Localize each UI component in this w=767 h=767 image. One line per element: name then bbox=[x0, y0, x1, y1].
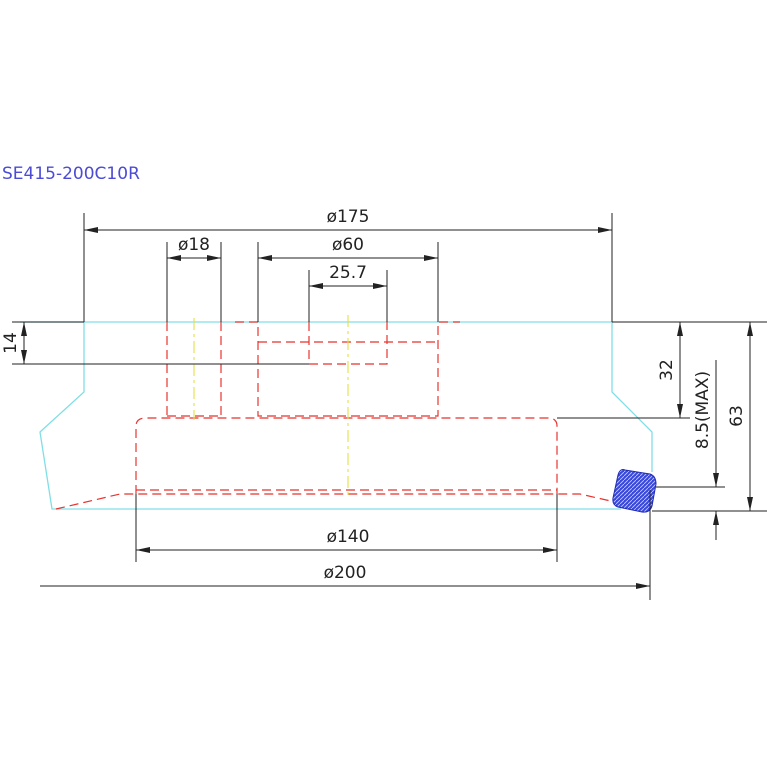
ext-d18 bbox=[166, 242, 222, 322]
arrow-d18-right bbox=[207, 255, 221, 261]
hole-d18-hidden bbox=[166, 322, 222, 417]
ext-d175 bbox=[83, 213, 613, 322]
bottom-face-hidden bbox=[55, 493, 616, 510]
arrow-h32-bottom bbox=[677, 404, 683, 418]
ext-d140 bbox=[135, 494, 558, 562]
arrow-d200-right bbox=[636, 583, 650, 589]
drawing-title: SE415-200C10R bbox=[2, 164, 140, 184]
arrow-h8-5-top bbox=[713, 473, 719, 487]
body-profile-right bbox=[611, 322, 653, 472]
arrow-d175-right bbox=[598, 227, 612, 233]
arrow-w25-7-left bbox=[309, 283, 323, 289]
arrow-d60-left bbox=[258, 255, 272, 261]
ext-h14 bbox=[12, 321, 309, 365]
dimension-labels: ø175 ø18 ø60 25.7 ø140 ø200 14 32 8.5(MA… bbox=[1, 207, 747, 583]
ext-right-heights bbox=[557, 321, 767, 512]
arrow-d140-right bbox=[543, 547, 557, 553]
dimension-lines bbox=[12, 213, 767, 600]
body-profile-left bbox=[20, 321, 621, 510]
label-d140: ø140 bbox=[327, 527, 370, 547]
bore-d60-hidden bbox=[235, 321, 460, 417]
arrow-d175-left bbox=[84, 227, 98, 233]
arrowheads bbox=[21, 227, 753, 589]
arrow-h63-bottom bbox=[747, 497, 753, 511]
arrow-h14-bottom bbox=[21, 350, 27, 364]
ext-w25-7 bbox=[308, 270, 388, 322]
label-h32: 32 bbox=[657, 359, 677, 381]
arrow-d18-left bbox=[167, 255, 181, 261]
arrow-d60-right bbox=[424, 255, 438, 261]
ext-d60 bbox=[257, 242, 439, 322]
label-d60: ø60 bbox=[332, 235, 364, 255]
label-h8-5: 8.5(MAX) bbox=[693, 371, 713, 449]
arrow-d140-left bbox=[136, 547, 150, 553]
label-h63: 63 bbox=[727, 405, 747, 427]
arrow-h63-top bbox=[747, 322, 753, 336]
label-d175: ø175 bbox=[327, 207, 370, 227]
keyway-hidden bbox=[308, 322, 388, 365]
label-d200: ø200 bbox=[324, 563, 367, 583]
arrow-h8-5-bottom bbox=[713, 511, 719, 525]
arrow-w25-7-right bbox=[373, 283, 387, 289]
arrow-h32-top bbox=[677, 322, 683, 336]
label-d18: ø18 bbox=[178, 235, 210, 255]
hidden-features bbox=[55, 321, 616, 510]
recess-d140-hidden bbox=[135, 417, 558, 494]
arrow-h14-top bbox=[21, 322, 27, 336]
label-h14: 14 bbox=[1, 332, 21, 354]
cutting-insert bbox=[612, 469, 657, 513]
label-w25-7: 25.7 bbox=[329, 263, 367, 283]
center-lines bbox=[193, 315, 349, 496]
